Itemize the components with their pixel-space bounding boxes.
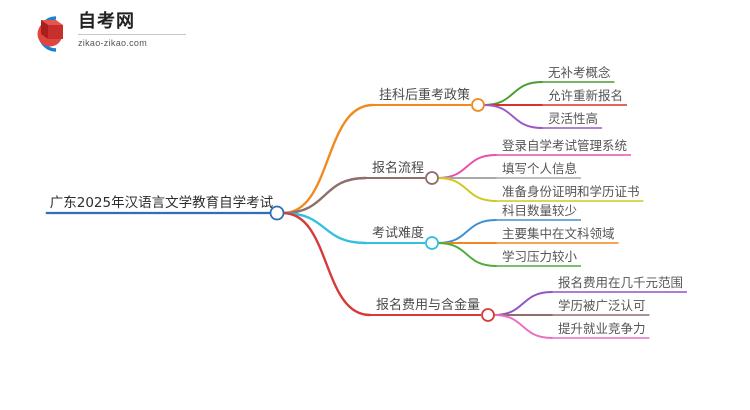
mindmap-leaf-label-1-1[interactable]: 填写个人信息 — [502, 160, 578, 176]
mindmap-leaf-label-1-0[interactable]: 登录自学考试管理系统 — [502, 137, 628, 153]
logo-title: 自考网 — [78, 12, 186, 35]
mindmap-leaf-label-3-1[interactable]: 学历被广泛认可 — [558, 297, 646, 313]
mindmap-leaf-label-3-2[interactable]: 提升就业竞争力 — [558, 320, 646, 336]
mindmap-leaf-label-3-0[interactable]: 报名费用在几千元范围 — [558, 274, 684, 290]
mindmap-leaf-label-2-0[interactable]: 科目数量较少 — [502, 202, 578, 218]
mindmap-branch-label-0[interactable]: 挂科后重考政策 — [379, 88, 471, 103]
graduation-book-icon — [26, 12, 72, 56]
mindmap-branch-label-3[interactable]: 报名费用与含金量 — [376, 298, 481, 313]
mindmap-leaf-label-0-2[interactable]: 灵活性高 — [548, 110, 599, 126]
mindmap-leaf-label-1-2[interactable]: 准备身份证明和学历证书 — [502, 183, 640, 199]
mindmap-branch-label-1[interactable]: 报名流程 — [372, 161, 425, 176]
logo-wordmark: 自考网 zikao-zikao.com — [78, 12, 186, 48]
logo-url: zikao-zikao.com — [78, 38, 148, 48]
mindmap-leaf-label-2-2[interactable]: 学习压力较小 — [502, 248, 578, 264]
site-logo: 自考网 zikao-zikao.com — [26, 10, 186, 58]
mindmap-leaf-label-0-0[interactable]: 无补考概念 — [548, 64, 611, 80]
mindmap-branch-label-2[interactable]: 考试难度 — [372, 226, 425, 241]
mindmap-root-label[interactable]: 广东2025年汉语言文学教育自学考试 — [49, 194, 274, 211]
mindmap-leaf-label-2-1[interactable]: 主要集中在文科领域 — [502, 225, 615, 241]
mindmap-leaf-label-0-1[interactable]: 允许重新报名 — [548, 87, 624, 103]
